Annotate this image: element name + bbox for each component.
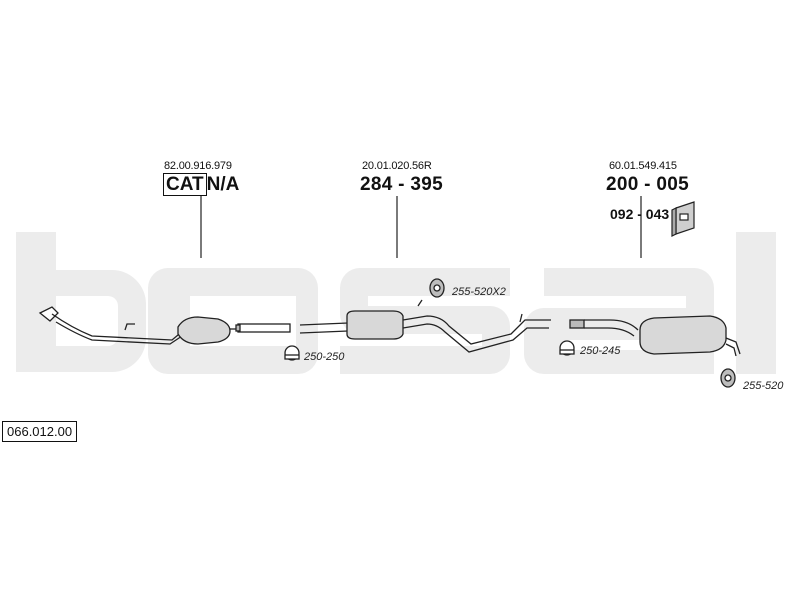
part-number-092-043: 092 - 043 bbox=[610, 206, 670, 222]
oe-ref-middle: 20.01.020.56R bbox=[362, 160, 432, 172]
clamp-icon-250-250 bbox=[284, 345, 300, 361]
oe-ref-rear: 60.01.549.415 bbox=[609, 160, 677, 172]
diagram-number: 066.012.00 bbox=[2, 421, 78, 442]
clamp-label-250-250: 250-250 bbox=[304, 351, 345, 363]
hanger-icon-255-520 bbox=[720, 368, 736, 388]
clamp-label-250-245: 250-245 bbox=[580, 345, 621, 357]
cat-label: CAT bbox=[163, 173, 207, 196]
rubber-mount-icon bbox=[671, 201, 695, 237]
cat-na-label: N/A bbox=[206, 174, 240, 195]
oe-ref-catalyst: 82.00.916.979 bbox=[164, 160, 232, 172]
part-number-284-395: 284 - 395 bbox=[360, 174, 443, 195]
middle-silencer-section bbox=[299, 299, 551, 353]
rear-silencer-section bbox=[569, 315, 741, 357]
hanger-label-255-520x2: 255-520X2 bbox=[452, 286, 506, 298]
hanger-icon-255-520x2 bbox=[429, 278, 445, 298]
clamp-icon-250-245 bbox=[559, 340, 575, 356]
hanger-label-255-520: 255-520 bbox=[743, 380, 784, 392]
catalyst-section bbox=[38, 306, 291, 345]
part-number-200-005: 200 - 005 bbox=[606, 174, 689, 195]
